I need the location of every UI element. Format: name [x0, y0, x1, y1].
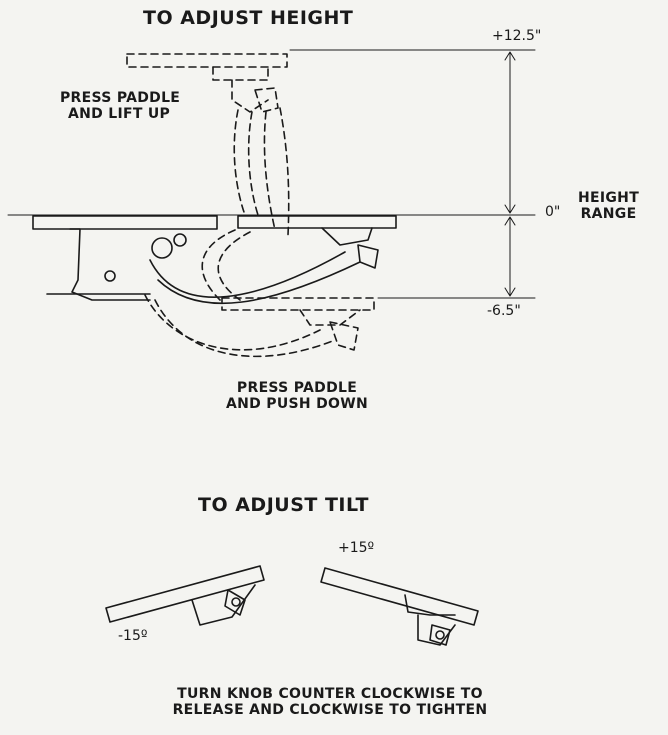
- tilt-instruction-line-2: RELEASE AND CLOCKWISE TO TIGHTEN: [172, 702, 488, 719]
- height-range-line-2: RANGE: [580, 206, 637, 223]
- tilt-left-platform: [105, 565, 265, 626]
- push-instruction-line-1: PRESS PADDLE: [236, 380, 358, 396]
- tilt-left-angle-label: -15º: [118, 628, 148, 644]
- tilt-title: TO ADJUST TILT: [198, 494, 369, 516]
- push-instruction-line-2: AND PUSH DOWN: [226, 396, 368, 413]
- tilt-right-angle-label: +15º: [338, 540, 375, 556]
- push-instruction: PRESS PADDLE AND PUSH DOWN: [212, 380, 382, 412]
- height-title: TO ADJUST HEIGHT: [143, 7, 354, 29]
- lift-instruction-line-1: PRESS PADDLE: [60, 90, 181, 106]
- lift-instruction-line-2: AND LIFT UP: [68, 106, 171, 123]
- dimension-lines: [7, 49, 536, 299]
- dimension-arrows: [504, 51, 516, 297]
- lift-instruction: PRESS PADDLE AND LIFT UP: [60, 90, 180, 122]
- lowered-position-outline: [144, 229, 375, 358]
- height-range-label: HEIGHT RANGE: [578, 190, 639, 222]
- tilt-instruction: TURN KNOB COUNTER CLOCKWISE TO RELEASE A…: [90, 686, 570, 718]
- height-range-line-1: HEIGHT: [578, 190, 640, 206]
- raised-position-outline: [126, 53, 290, 236]
- tilt-instruction-line-1: TURN KNOB COUNTER CLOCKWISE TO: [177, 686, 483, 702]
- level-position-outline: [32, 215, 397, 305]
- bottom-dimension-label: -6.5": [487, 303, 521, 319]
- zero-dimension-label: 0": [545, 204, 561, 220]
- top-dimension-label: +12.5": [492, 28, 542, 44]
- tilt-right-platform: [320, 567, 479, 646]
